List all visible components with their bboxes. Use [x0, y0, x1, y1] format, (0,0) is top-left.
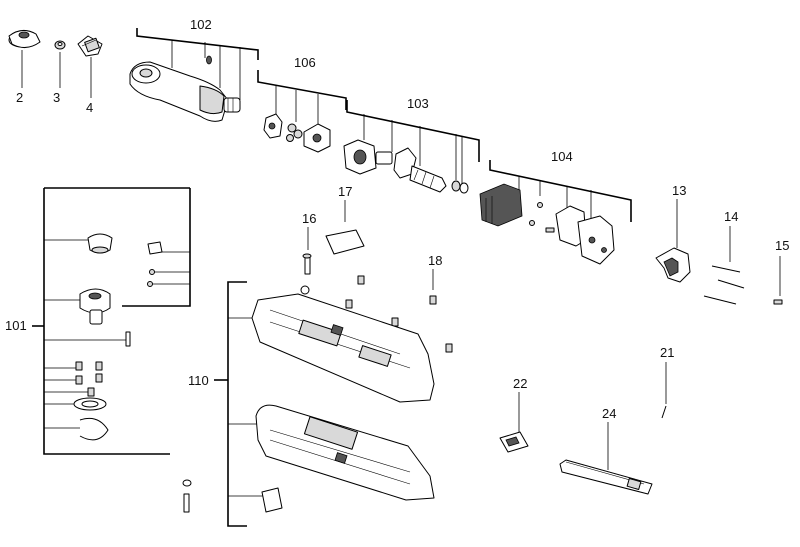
label-18: 18	[428, 253, 442, 268]
part-16-pin	[302, 253, 312, 275]
part-13-end-cap	[655, 247, 691, 283]
part-103-motor-assembly	[343, 139, 469, 194]
part-17-label-plate	[325, 229, 365, 255]
label-103: 103	[407, 96, 429, 111]
label-14: 14	[724, 209, 738, 224]
part-102-ratchet-head	[129, 55, 241, 122]
part-110-small-parts	[182, 479, 283, 513]
part-18-screws	[300, 275, 453, 353]
label-110: 110	[188, 373, 209, 388]
label-106: 106	[294, 55, 316, 70]
part-4-anvil	[77, 35, 103, 57]
label-2: 2	[16, 90, 23, 105]
bracket-103	[346, 100, 480, 184]
label-21: 21	[660, 345, 674, 360]
part-15-screw	[773, 299, 783, 305]
label-22: 22	[513, 376, 527, 391]
label-4: 4	[86, 100, 93, 115]
bracket-102	[136, 28, 259, 100]
label-102: 102	[190, 17, 212, 32]
bracket-101	[32, 187, 191, 455]
label-24: 24	[602, 406, 616, 421]
part-104-switch-module	[479, 183, 615, 265]
part-110-housing-top	[251, 293, 435, 403]
label-15: 15	[775, 238, 789, 253]
part-14-screws	[703, 265, 745, 305]
label-3: 3	[53, 90, 60, 105]
label-101: 101	[5, 318, 27, 333]
part-3-ring	[54, 40, 66, 50]
part-106-gear-set	[263, 113, 331, 153]
label-17: 17	[338, 184, 352, 199]
part-110-housing-bottom	[255, 404, 435, 501]
bracket-106	[257, 70, 347, 128]
label-104: 104	[551, 149, 573, 164]
part-22-lens	[499, 431, 529, 453]
label-16: 16	[302, 211, 316, 226]
part-2-collar	[8, 30, 41, 48]
part-101-parts	[73, 233, 163, 441]
part-21-pin	[661, 405, 667, 419]
label-13: 13	[672, 183, 686, 198]
part-24-strip	[559, 459, 653, 495]
